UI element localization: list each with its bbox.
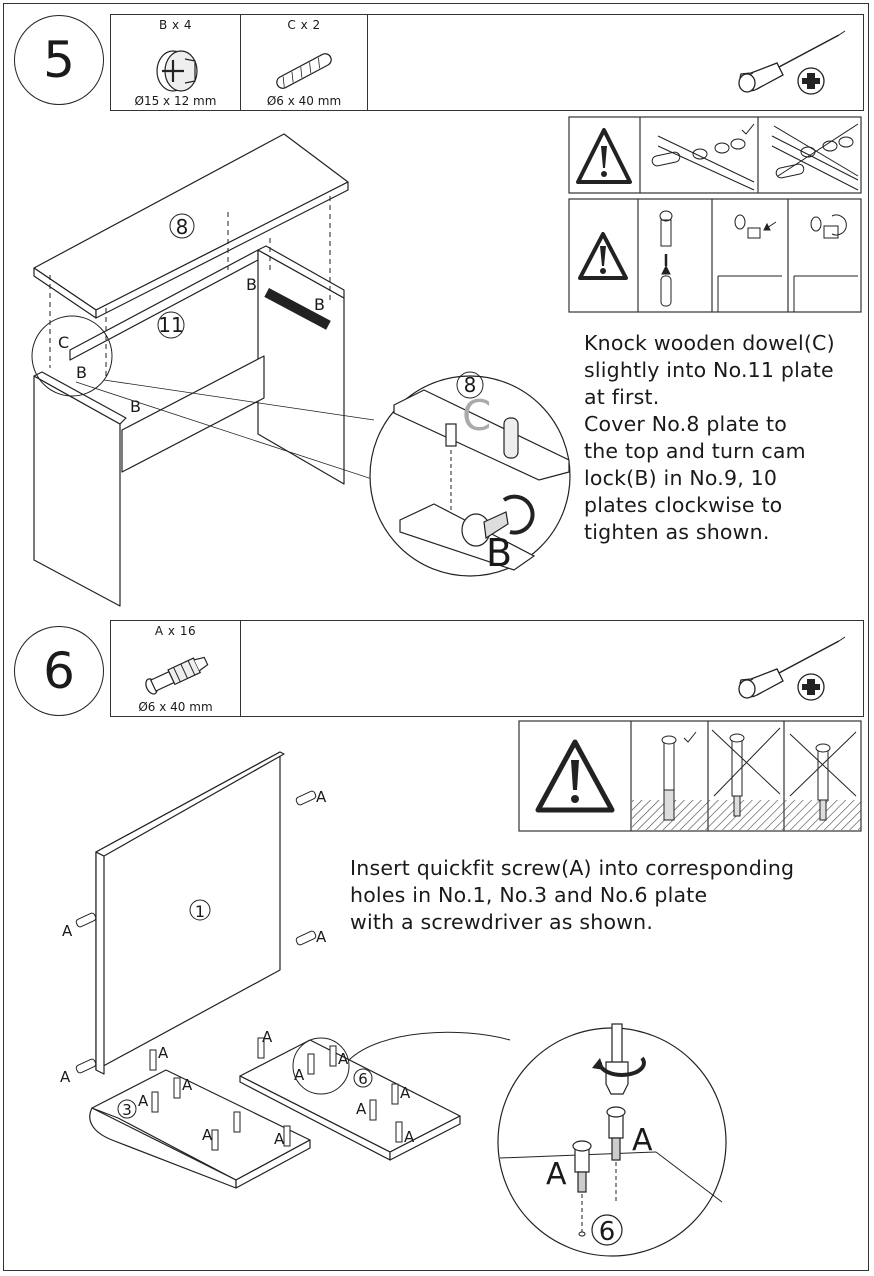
step-number-label: 5 <box>43 31 75 89</box>
warning-triangle-icon <box>578 232 628 280</box>
part-cell-cam-lock: B x 4 Ø15 x 12 mm <box>111 15 241 110</box>
screw-label: A <box>294 1066 305 1084</box>
screw-label: A <box>356 1100 367 1118</box>
step6-instruction-text: Insert quickfit screw(A) into correspond… <box>350 856 795 934</box>
cam-label: B <box>130 397 141 416</box>
detail-screw-label: A <box>632 1123 653 1158</box>
detail-cam-label: B <box>486 531 512 575</box>
part-quantity: C x 2 <box>287 18 321 32</box>
step6-assembly-drawing: 1 3 6 A A A A A A A A A A A A A A A <box>60 751 511 1189</box>
screw-label: A <box>316 788 327 806</box>
screw-label: A <box>274 1130 285 1148</box>
screw-label: A <box>338 1050 349 1068</box>
screw-label: A <box>316 928 327 946</box>
parts-bar-step6: A x 16 Ø6 x 40 mm <box>110 620 864 717</box>
phillips-screwdriver-icon <box>738 30 846 95</box>
screw-label: A <box>60 1068 71 1086</box>
step5-assembly-drawing: 8 11 B B B C B 8 C B <box>31 133 571 607</box>
screw-label: A <box>262 1028 273 1046</box>
step-number-label: 6 <box>43 642 75 700</box>
screw-label: A <box>182 1076 193 1094</box>
screw-label: A <box>404 1128 415 1146</box>
warning-panel-step6 <box>518 720 862 832</box>
detail-screw-label: A <box>546 1157 567 1192</box>
part-quantity: B x 4 <box>158 18 193 32</box>
warning-triangle-icon <box>535 739 615 813</box>
dowel-label: C <box>58 333 69 352</box>
parts-bar-step5: B x 4 Ø15 x 12 mm C x 2 Ø6 x 40 mm <box>110 14 864 111</box>
part-cell-dowel: C x 2 Ø6 x 40 mm <box>241 15 368 110</box>
detail-plate-6-label: 6 <box>599 1217 616 1247</box>
cam-label: B <box>246 275 257 294</box>
part-size: Ø6 x 40 mm <box>266 94 342 108</box>
panel-1-label: 1 <box>195 902 205 921</box>
screw-label: A <box>158 1044 169 1062</box>
part-cell-quickfit-screw: A x 16 Ø6 x 40 mm <box>111 621 241 716</box>
warning-panels-step5 <box>568 116 862 313</box>
screw-label: A <box>202 1126 213 1144</box>
shelf-3-label: 3 <box>122 1101 132 1119</box>
part-size: Ø15 x 12 mm <box>134 94 217 108</box>
wooden-dowel-icon <box>276 53 332 89</box>
step5-instruction-text: Knock wooden dowel(C) slightly into No.1… <box>584 331 835 544</box>
step-number-6: 6 <box>14 626 104 716</box>
cam-label: B <box>314 295 325 314</box>
plate-11-label: 11 <box>158 313 183 337</box>
quickfit-screw-icon <box>145 656 209 695</box>
step-number-5: 5 <box>14 15 104 105</box>
cam-label: B <box>76 363 87 382</box>
detail-dowel-label: C <box>462 391 491 440</box>
detail-plate-8-label: 8 <box>464 373 477 397</box>
warning-triangle-icon <box>576 128 632 184</box>
phillips-screwdriver-icon <box>738 636 846 701</box>
step6-detail-zoom: A A 6 <box>497 1023 727 1257</box>
plate-8-label: 8 <box>176 215 189 239</box>
shelf-6-label: 6 <box>358 1070 368 1088</box>
part-quantity: A x 16 <box>154 624 197 638</box>
instruction-page <box>3 3 869 1271</box>
cam-lock-icon <box>156 50 198 92</box>
screw-label: A <box>62 922 73 940</box>
screw-label: A <box>138 1092 149 1110</box>
screw-label: A <box>400 1084 411 1102</box>
part-size: Ø6 x 40 mm <box>138 700 213 714</box>
